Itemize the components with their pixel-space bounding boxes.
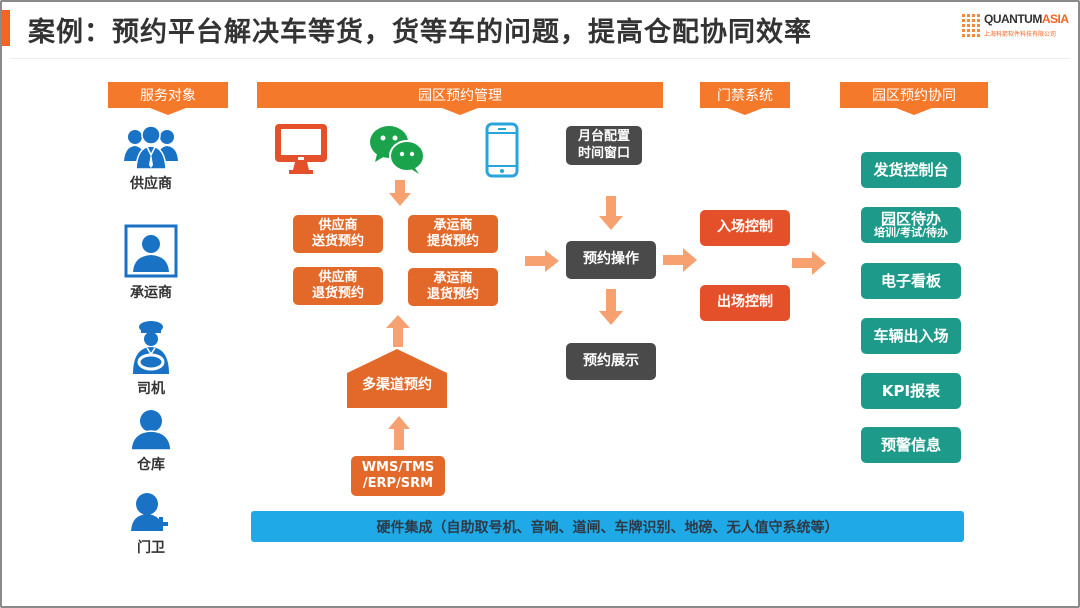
collab-e-kanban: 电子看板	[861, 263, 961, 299]
arrow-right-icon	[525, 250, 559, 272]
supplier-delivery-booking: 供应商送货预约	[293, 215, 383, 253]
title-divider	[10, 58, 1070, 59]
title-accent-bar	[2, 10, 10, 46]
actor-label: 门卫	[137, 540, 165, 556]
actor-carrier: 承运商	[118, 224, 184, 302]
entry-control: 入场控制	[700, 210, 790, 246]
banner-access-control: 门禁系统	[700, 82, 790, 115]
desktop-computer-icon	[275, 124, 327, 174]
user-icon	[130, 410, 172, 450]
banner-park-booking-mgmt: 园区预约管理	[257, 82, 663, 115]
hardware-integration-bar: 硬件集成（自助取号机、音响、道闸、车牌识别、地磅、无人值守系统等）	[251, 511, 964, 542]
actor-gatekeeper: 门卫	[118, 493, 184, 557]
multi-channel-booking-label: 多渠道预约	[362, 377, 432, 393]
logo-wordmark: QUANTUMASIA	[984, 12, 1069, 26]
carrier-pickup-booking: 承运商提货预约	[408, 215, 498, 253]
mobile-phone-icon	[485, 122, 519, 178]
booking-operation: 预约操作	[566, 241, 656, 279]
group-users-icon	[124, 125, 178, 169]
actor-label: 司机	[137, 381, 165, 397]
arrow-up-icon	[386, 315, 410, 347]
supplier-return-booking: 供应商退货预约	[293, 267, 383, 305]
collab-park-todo: 园区待办培训/考试/待办	[861, 207, 961, 243]
carrier-return-booking: 承运商退货预约	[408, 268, 498, 306]
logo-subtitle: 上海科箭软件科技有限公司	[984, 31, 1057, 38]
actor-label: 承运商	[130, 285, 172, 301]
collab-shipping-console: 发货控制台	[861, 152, 961, 188]
collab-kpi-report: KPI报表	[861, 373, 961, 409]
actor-driver: 司机	[118, 320, 184, 398]
collab-alert-info: 预警信息	[861, 427, 961, 463]
logo-grid-icon	[962, 14, 980, 38]
arrow-down-icon	[389, 180, 411, 206]
actor-warehouse: 仓库	[118, 410, 184, 474]
actor-label: 仓库	[137, 457, 165, 473]
exit-control: 出场控制	[700, 285, 790, 321]
driver-icon	[133, 321, 169, 374]
arrow-right-icon	[663, 248, 697, 272]
booking-display: 预约展示	[566, 343, 656, 380]
banner-park-booking-collab: 园区预约协同	[840, 82, 988, 115]
user-id-card-icon	[124, 224, 178, 278]
actor-supplier: 供应商	[118, 125, 184, 193]
arrow-down-icon	[599, 196, 623, 230]
slide-title: 案例：预约平台解决车等货，货等车的问题，提高仓配协同效率	[28, 17, 812, 48]
multi-channel-booking-shape	[347, 349, 447, 408]
user-add-icon	[131, 493, 168, 531]
arrow-down-icon	[599, 289, 623, 325]
wms-tms-erp-srm-systems: WMS/TMS/ERP/SRM	[351, 456, 445, 496]
banner-service-targets: 服务对象	[108, 82, 228, 115]
collab-vehicle-in-out: 车辆出入场	[861, 318, 961, 354]
wechat-icon	[370, 126, 425, 174]
arrow-up-icon	[388, 416, 410, 450]
company-logo: QUANTUMASIA 上海科箭软件科技有限公司	[962, 12, 1072, 46]
dock-time-window-config: 月台配置时间窗口	[566, 126, 642, 165]
arrow-right-icon	[792, 251, 826, 275]
actor-label: 供应商	[130, 176, 172, 192]
